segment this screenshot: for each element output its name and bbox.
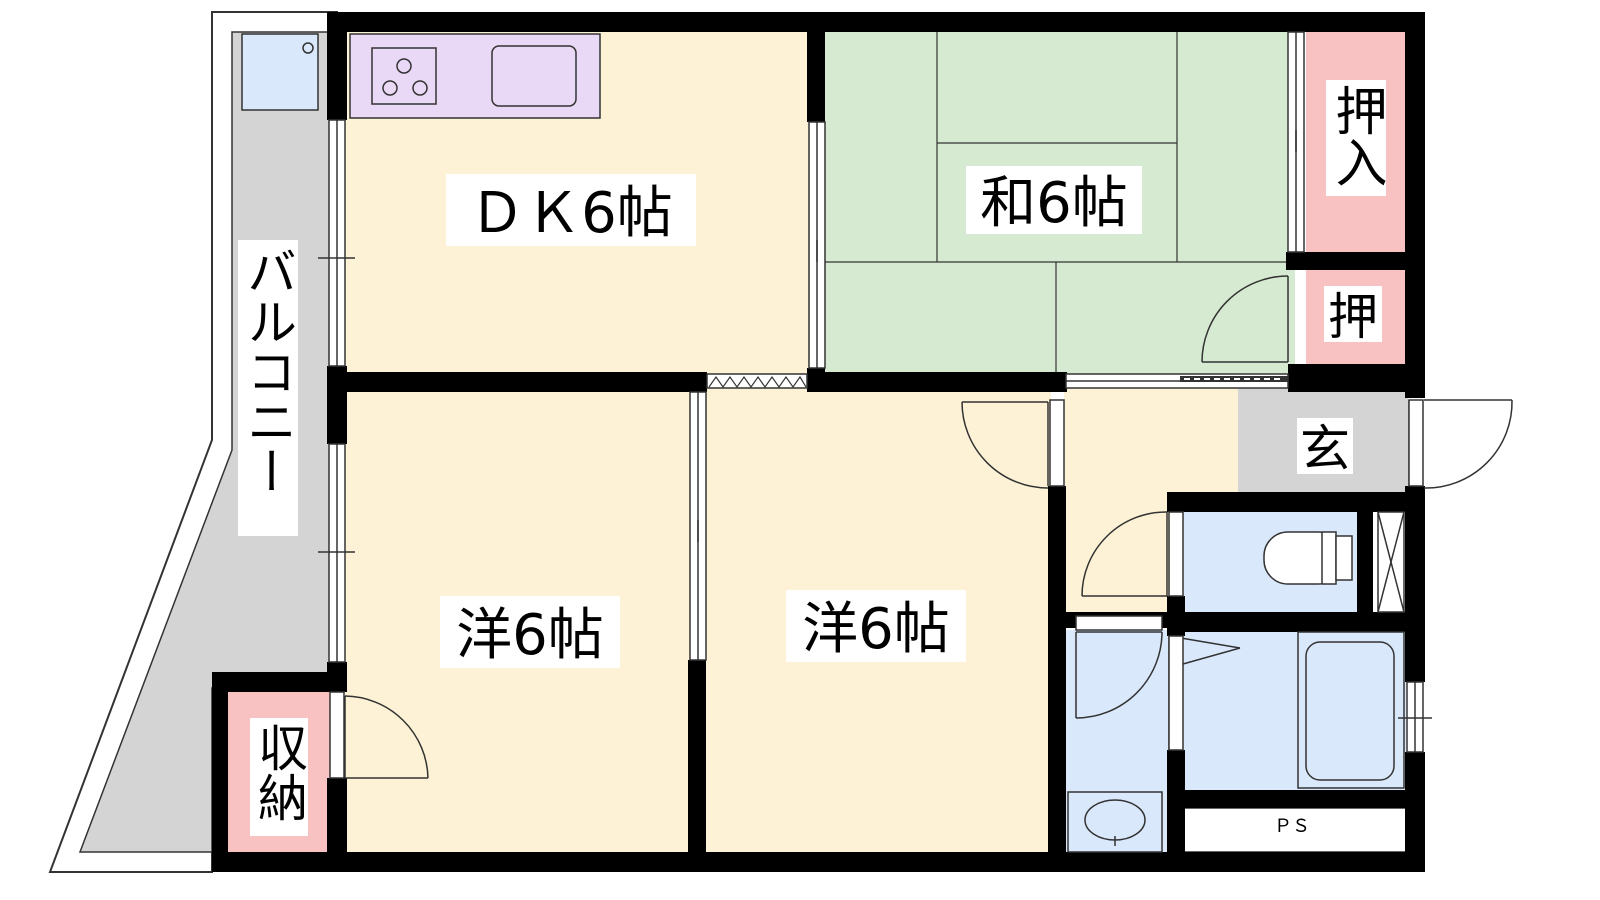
sink-icon — [491, 45, 577, 107]
balcony-ac-unit — [241, 33, 319, 111]
windows — [318, 31, 1432, 753]
ps-label: ＰＳ — [1274, 816, 1310, 837]
washbasin-icon — [1067, 791, 1163, 853]
label-backgrounds — [238, 80, 1386, 836]
stove-icon — [371, 47, 437, 105]
washitsu-label: 和6帖 — [980, 171, 1128, 236]
kitchen-counter — [349, 33, 601, 119]
balcony-label: バルコニー — [239, 246, 297, 496]
yoshitsu-right-label: 洋6帖 — [802, 597, 950, 662]
dk-label: ＤＫ6帖 — [469, 181, 673, 246]
shuno-label: 収納 — [250, 722, 308, 822]
tatami-lines — [825, 30, 1295, 374]
toilet-icon — [1263, 531, 1353, 585]
bathroom-floor — [1182, 630, 1406, 792]
toilet-shelf — [1377, 511, 1405, 613]
genkan-label: 玄 — [1300, 420, 1350, 478]
swing-doors — [329, 275, 1513, 779]
folding-door — [706, 373, 808, 389]
oshi-label: 押 — [1328, 288, 1378, 346]
oshiire-label: 押入 — [1326, 84, 1386, 188]
washroom-floor — [1064, 630, 1176, 854]
walls — [212, 12, 1425, 872]
yoshitsu-left-label: 洋6帖 — [456, 603, 604, 668]
bathtub-icon — [1297, 631, 1405, 789]
